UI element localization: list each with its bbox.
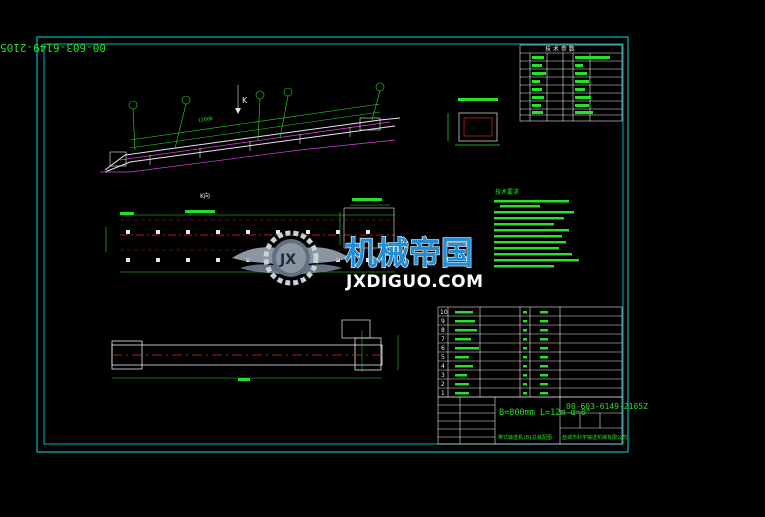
- elevation-view: K 12000: [100, 82, 401, 173]
- watermark-logo-icon: JX: [232, 230, 350, 286]
- svg-text:10: 10: [440, 309, 448, 316]
- watermark-chinese: 机械帝国: [345, 234, 473, 272]
- watermark: JX 机械帝国 JXDIGUO.COM: [232, 230, 484, 292]
- svg-text:1: 1: [441, 390, 445, 397]
- technical-notes: 技术要求: [494, 188, 579, 268]
- parameter-table-title: 技 术 参 数: [545, 45, 575, 53]
- drawing-number: 00-603-6149-2105Z: [566, 402, 648, 411]
- title-left: 带式输送机(B)总装配图: [498, 434, 552, 441]
- elevation-dimension: 12000: [197, 116, 213, 124]
- svg-text:3: 3: [441, 372, 445, 379]
- svg-text:9: 9: [441, 318, 445, 325]
- spec-text: B=800mm L=12m α=0°: [499, 408, 591, 418]
- parts-list-entries: [455, 311, 548, 395]
- parameter-table-entries: [532, 56, 610, 114]
- svg-text:6: 6: [441, 345, 445, 352]
- watermark-english: JXDIGUO.COM: [345, 272, 484, 292]
- parts-list: [437, 306, 623, 398]
- drawing-number-rotated: 00-603-6149-2105Z: [0, 41, 106, 54]
- svg-text:4: 4: [441, 363, 445, 370]
- svg-text:8: 8: [441, 327, 445, 334]
- parts-list-numbers: 10 9 8 7 6 5 4 3 2 1: [440, 309, 448, 397]
- title-block: [437, 396, 623, 445]
- inner-frame: [43, 43, 624, 445]
- notes-title: 技术要求: [495, 188, 519, 196]
- view-label-k2: K向: [200, 192, 210, 200]
- watermark-logo-letters: JX: [279, 252, 296, 268]
- svg-text:7: 7: [441, 336, 445, 343]
- outer-frame: [36, 36, 629, 453]
- svg-text:2: 2: [441, 381, 445, 388]
- section-view: [447, 98, 500, 146]
- svg-text:5: 5: [441, 354, 445, 361]
- plan-view: [111, 319, 399, 381]
- title-right: 盐城市科宇输送机械有限公司: [562, 434, 627, 441]
- view-label-k: K: [242, 96, 248, 105]
- parameter-table: [519, 44, 623, 122]
